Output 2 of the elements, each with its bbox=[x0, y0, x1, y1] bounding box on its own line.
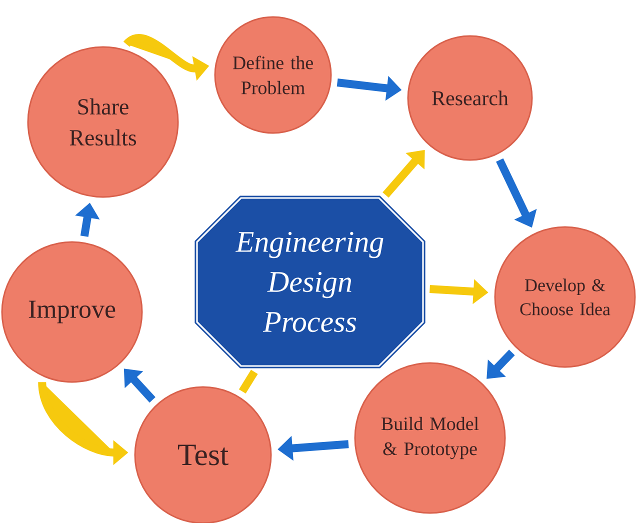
arrow bbox=[486, 350, 515, 379]
title-badge: Engineering Design Process bbox=[194, 196, 426, 368]
